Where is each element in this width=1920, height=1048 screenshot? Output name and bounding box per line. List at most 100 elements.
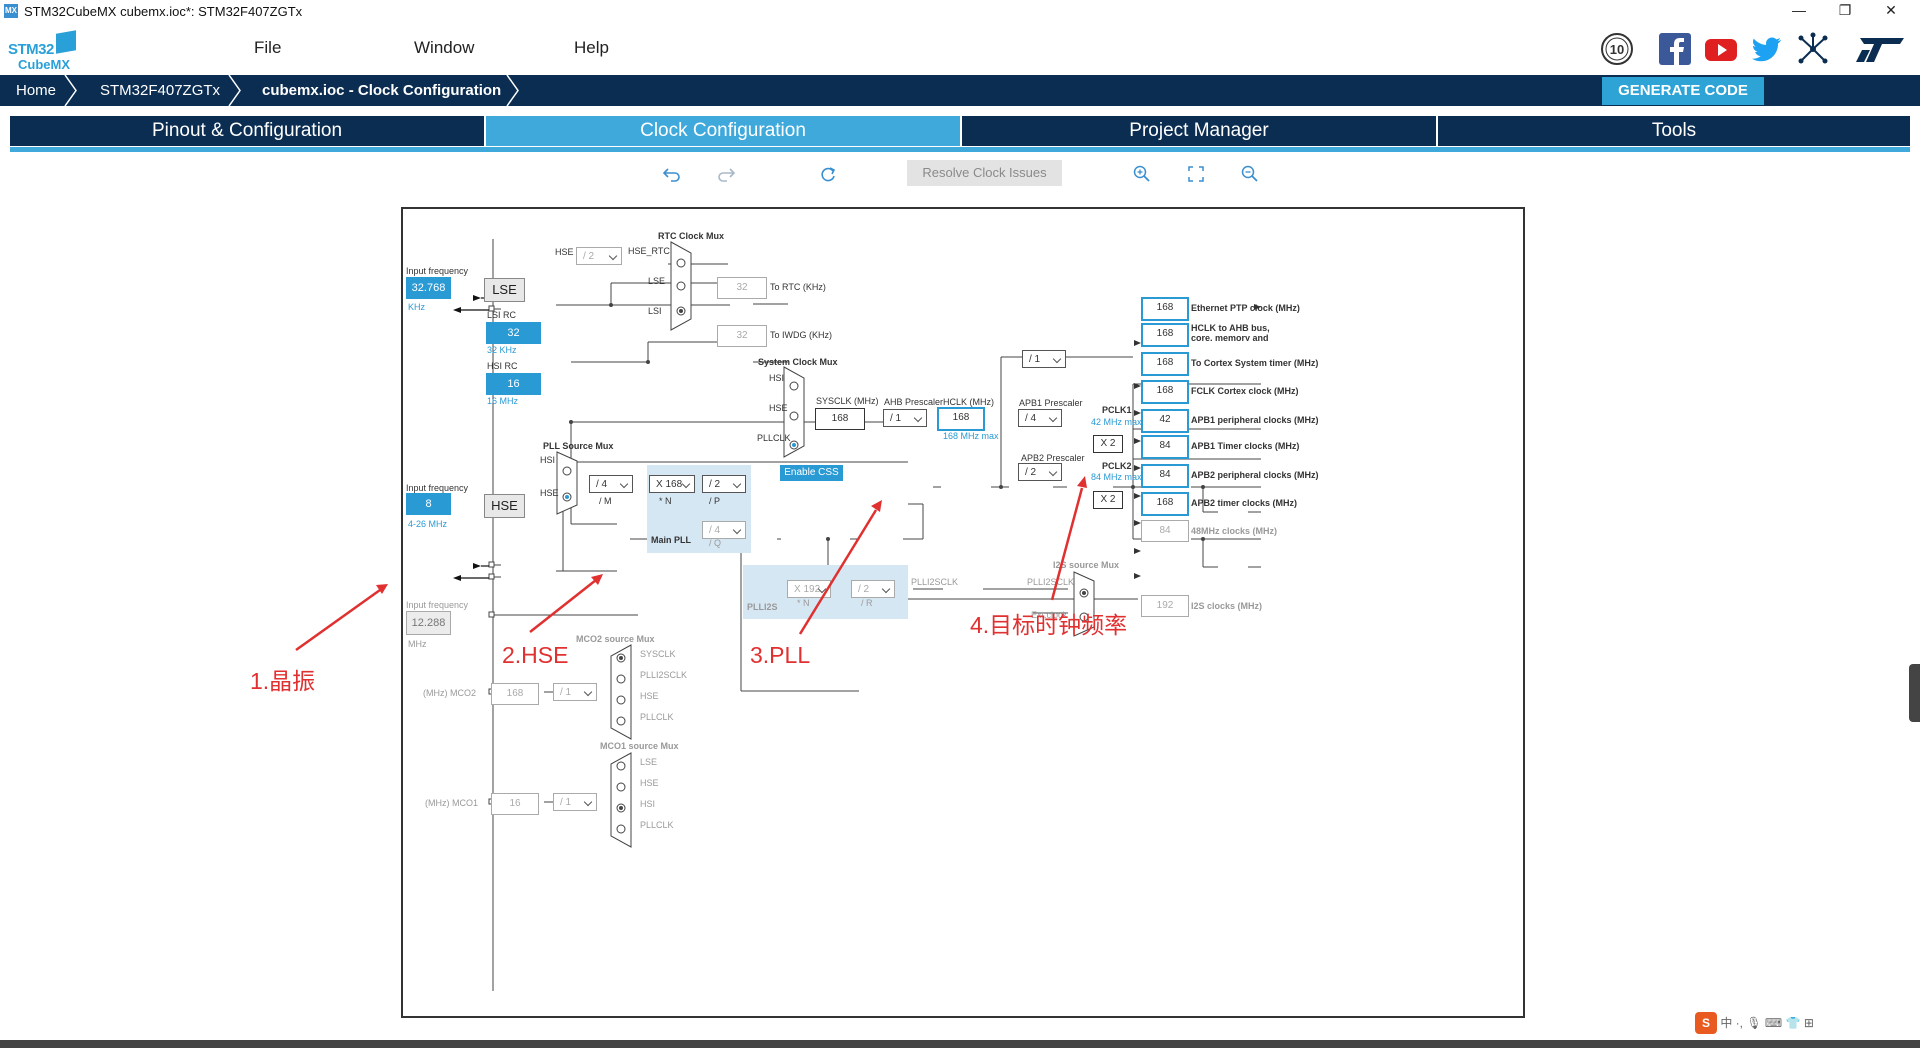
apb2-prescaler-label: APB2 Prescaler (1021, 453, 1085, 463)
apb2-peripheral-clock[interactable]: 84 (1141, 464, 1189, 488)
menu-file[interactable]: File (254, 38, 282, 57)
tab-tools[interactable]: Tools (1438, 116, 1910, 146)
twitter-icon[interactable] (1750, 32, 1784, 66)
annotation-crystal: 1.晶振 (250, 668, 316, 694)
clock-tree-diagram: RTC Clock Mux HSE / 2 HSE_RTC LSE LSI 32… (401, 207, 1525, 1018)
lsi-unit: 32 KHz (487, 345, 517, 355)
ime-icon[interactable]: S (1695, 1012, 1717, 1034)
rtc-hse-divider[interactable]: / 2 (576, 247, 622, 265)
st-logo-icon[interactable] (1852, 32, 1906, 66)
youtube-icon[interactable] (1704, 32, 1738, 66)
side-panel-handle[interactable] (1909, 664, 1920, 722)
tab-clock-configuration[interactable]: Clock Configuration (486, 116, 960, 146)
breadcrumb-device[interactable]: STM32F407ZGTx (100, 82, 221, 99)
menu-window[interactable]: Window (414, 38, 475, 57)
apb2-prescaler[interactable]: / 2 (1018, 463, 1062, 481)
apb1-prescaler[interactable]: / 4 (1018, 409, 1062, 427)
facebook-icon[interactable] (1658, 32, 1692, 66)
ethernet-ptp-clock[interactable]: 168 (1141, 297, 1189, 321)
to-rtc-value[interactable]: 32 (717, 277, 767, 299)
hclk-label: HCLK (MHz) (943, 397, 994, 407)
refresh-icon[interactable] (818, 164, 838, 184)
mco2-value[interactable]: 168 (491, 683, 539, 705)
breadcrumb-current[interactable]: cubemx.ioc - Clock Configuration (262, 82, 502, 99)
cortex-system-timer-clock[interactable]: 168 (1141, 352, 1189, 376)
system-clock-mux-label: System Clock Mux (758, 357, 838, 367)
mco1-divider[interactable]: / 1 (553, 793, 597, 811)
sysclk-label: SYSCLK (MHz) (816, 396, 879, 406)
apb1-peripheral-clock[interactable]: 42 (1141, 409, 1189, 433)
plli2sclk-label: PLLI2SCLK (911, 577, 959, 587)
mco1-source-mux (610, 752, 632, 848)
mco2-divider[interactable]: / 1 (553, 683, 597, 701)
apb2-timer-clock[interactable]: 168 (1141, 492, 1189, 516)
tab-underline (10, 147, 1910, 152)
pll-n-multiplier[interactable]: X 168 (649, 475, 695, 493)
anniversary-badge-icon[interactable]: 10 (1600, 32, 1634, 66)
tab-pinout[interactable]: Pinout & Configuration (10, 116, 484, 146)
hse-input-frequency[interactable]: 8 (406, 493, 451, 515)
lse-unit: KHz (408, 302, 426, 312)
hse-range: 4-26 MHz (408, 519, 448, 529)
mco2-mux-label: MCO2 source Mux (576, 634, 655, 644)
ahb-prescaler-label: AHB Prescaler (884, 397, 944, 407)
stm32cubemx-logo: STM32 CubeMX (8, 30, 82, 72)
i2s-input-frequency[interactable]: 12.288 (406, 611, 451, 635)
annotation-pll: 3.PLL (750, 642, 811, 668)
hse-input-label: Input frequency (406, 483, 469, 493)
undo-icon[interactable] (662, 164, 682, 184)
rtc-lse-label: LSE (648, 276, 666, 286)
restore-button[interactable]: ❐ (1838, 2, 1852, 18)
fclk-cortex-clock[interactable]: 168 (1141, 380, 1189, 404)
ahb-prescaler[interactable]: / 1 (883, 409, 927, 427)
menu-help[interactable]: Help (574, 38, 609, 57)
system-tray: S 中 ·, 🎙 ⌨ 👕 ⊞ (1695, 1012, 1814, 1038)
redo-icon[interactable] (716, 164, 736, 184)
hclk-ahb-clock[interactable]: 168 (1141, 323, 1189, 347)
i2s-clock-value[interactable]: 192 (1141, 595, 1189, 617)
mco2-label: (MHz) MCO2 (423, 688, 476, 698)
lse-source: LSE (484, 278, 525, 302)
lse-input-frequency[interactable]: 32.768 (406, 277, 451, 299)
pll-q-divider[interactable]: / 4 (702, 521, 746, 539)
close-button[interactable]: ✕ (1885, 2, 1897, 18)
lsi-value: 32 (486, 322, 541, 344)
pll-p-divider[interactable]: / 2 (702, 475, 746, 493)
network-icon[interactable] (1796, 32, 1830, 66)
breadcrumb-home[interactable]: Home (16, 82, 57, 99)
hsi-unit: 16 MHz (487, 396, 519, 406)
hse-source: HSE (484, 494, 525, 518)
plli2s-n-multiplier[interactable]: X 192 (787, 580, 831, 598)
plli2s-r-divider[interactable]: / 2 (851, 580, 895, 598)
i2s-input-unit: MHz (408, 639, 427, 649)
mco1-label: (MHz) MCO1 (425, 798, 478, 808)
cortex-timer-divider[interactable]: / 1 (1022, 350, 1066, 368)
pll-source-mux (556, 451, 578, 515)
sys-pllclk-label: PLLCLK (757, 433, 791, 443)
sys-hse-label: HSE (769, 403, 788, 413)
plli2s-label: PLLI2S (747, 602, 778, 612)
resolve-clock-issues-button[interactable]: Resolve Clock Issues (907, 160, 1062, 186)
sysclk-value[interactable]: 168 (815, 408, 865, 430)
to-iwdg-value[interactable]: 32 (717, 325, 767, 347)
hsi-label: HSI RC (487, 361, 518, 371)
mco1-value[interactable]: 16 (491, 793, 539, 815)
menu-bar: STM32 CubeMX File Window Help 10 (0, 22, 1920, 75)
tab-project-manager[interactable]: Project Manager (962, 116, 1436, 146)
to-rtc-label: To RTC (KHz) (770, 282, 826, 292)
usb-48mhz-clock[interactable]: 84 (1141, 520, 1189, 542)
minimize-button[interactable]: — (1792, 2, 1806, 18)
zoom-out-icon[interactable] (1240, 164, 1260, 184)
pll-m-divider[interactable]: / 4 (589, 475, 633, 493)
apb1-timer-clock[interactable]: 84 (1141, 435, 1189, 459)
hclk-value[interactable]: 168 (937, 407, 985, 431)
hclk-max: 168 MHz max (943, 431, 999, 441)
enable-css-button[interactable]: Enable CSS (780, 465, 843, 481)
pclk2-label: PCLK2 (1102, 461, 1132, 471)
pll-source-mux-label: PLL Source Mux (543, 441, 614, 451)
fit-screen-icon[interactable] (1186, 164, 1206, 184)
sys-hsi-label: HSI (769, 373, 785, 383)
annotation-target-frequency: 4.目标时钟频率 (970, 612, 1128, 638)
generate-code-button[interactable]: GENERATE CODE (1602, 77, 1764, 105)
zoom-in-icon[interactable] (1132, 164, 1152, 184)
